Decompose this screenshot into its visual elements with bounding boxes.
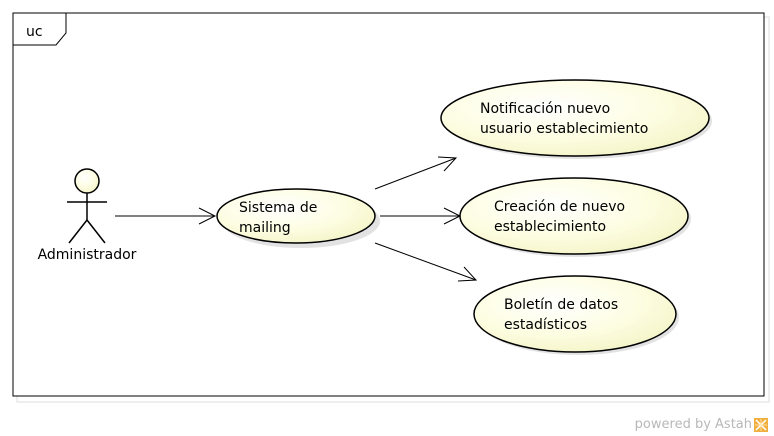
arrow-sistema-to-boletin[interactable] <box>374 242 478 282</box>
usecase-label-line1: Sistema de <box>239 200 317 216</box>
actor-name: Administrador <box>38 247 137 263</box>
actor-right-leg <box>86 219 106 244</box>
frame-tab <box>12 12 67 46</box>
frame-label: uc <box>26 24 43 40</box>
associations <box>115 156 478 282</box>
arrow-actor-to-sistema[interactable] <box>115 207 217 225</box>
usecase-boletin[interactable]: Boletín de datos estadísticos <box>473 275 679 355</box>
usecase-creacion[interactable]: Creación de nuevo establecimiento <box>459 177 691 257</box>
usecase-ellipse <box>440 79 710 157</box>
astah-logo-icon <box>754 417 768 432</box>
footer: powered by Astah <box>635 417 768 432</box>
usecase-label-line2: mailing <box>239 220 291 236</box>
usecase-label-line1: Boletín de datos <box>504 297 618 313</box>
usecase-sistema-de-mailing[interactable]: Sistema de mailing <box>216 188 380 248</box>
actor-left-leg <box>68 219 88 244</box>
actor-administrador[interactable]: Administrador <box>38 168 137 263</box>
usecase-ellipse <box>459 177 689 255</box>
usecase-label-line2: establecimiento <box>494 219 606 235</box>
usecase-label-line1: Notificación nuevo <box>480 101 610 117</box>
arrow-sistema-to-notificacion[interactable] <box>374 156 458 190</box>
usecase-notificacion[interactable]: Notificación nuevo usuario establecimien… <box>440 79 712 159</box>
usecase-label-line2: usuario establecimiento <box>480 121 648 137</box>
footer-text: powered by Astah <box>634 417 752 432</box>
actor-head <box>74 168 100 194</box>
usecase-label-line2: estadísticos <box>504 317 587 333</box>
usecase-label-line1: Creación de nuevo <box>494 199 625 215</box>
usecase-ellipse <box>473 275 677 353</box>
usecase-ellipse <box>216 188 376 244</box>
